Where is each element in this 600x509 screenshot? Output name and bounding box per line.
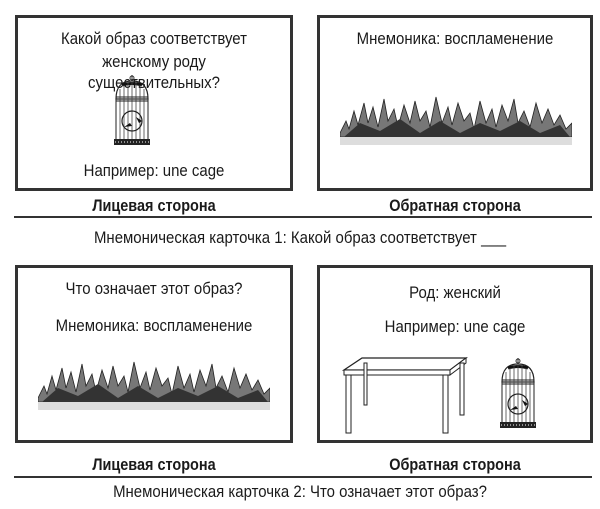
card1-back: Мнемоника: воспламенение: [317, 15, 593, 191]
card1-back-label: Обратная сторона: [389, 196, 521, 215]
card2-front: Что означает этот образ? Мнемоника: восп…: [15, 265, 293, 443]
card2-caption: Мнемоническая карточка 2: Что означает э…: [113, 482, 487, 501]
card2-gender: Род: женский: [409, 283, 501, 302]
card1-question-line1: Какой образ соответствует: [60, 29, 247, 48]
card1-front: Какой образ соответствует женскому роду …: [15, 15, 293, 191]
flames-icon: [38, 361, 270, 410]
card1-front-label: Лицевая сторона: [92, 196, 216, 215]
birdcage-icon: [498, 358, 538, 430]
card2-back: Род: женский Например: une cage: [317, 265, 593, 443]
card2-front-label: Лицевая сторона: [92, 455, 216, 474]
table-icon: [341, 357, 468, 434]
card2-back-label: Обратная сторона: [389, 455, 521, 474]
card1-question-line2: женскому роду существительных?: [88, 52, 220, 92]
card1-mnemonic: Мнемоника: воспламенение: [356, 29, 554, 48]
divider: [14, 476, 592, 478]
card1-caption: Мнемоническая карточка 1: Какой образ со…: [93, 228, 507, 247]
card2-example: Например: une cage: [384, 317, 526, 336]
birdcage-icon: [112, 75, 152, 147]
card1-example: Например: une cage: [83, 161, 225, 180]
divider: [14, 216, 592, 218]
card2-question: Что означает этот образ?: [65, 279, 243, 298]
flames-icon: [340, 96, 572, 145]
card2-mnemonic: Мнемоника: воспламенение: [55, 316, 253, 335]
